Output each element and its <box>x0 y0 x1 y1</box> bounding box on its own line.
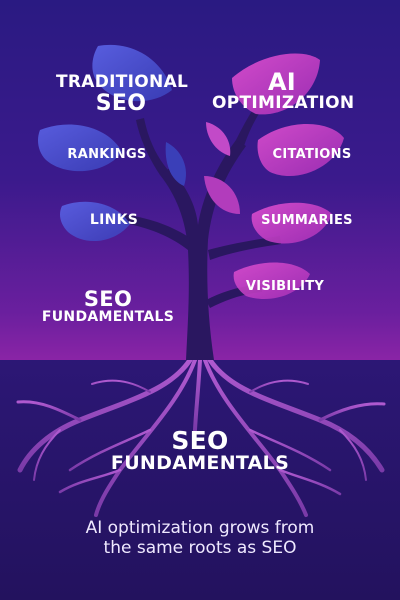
pink-leaves <box>204 53 344 300</box>
citations-label: CITATIONS <box>272 147 352 162</box>
leaf-rankings <box>38 124 122 172</box>
traditional-line2: SEO <box>95 90 147 116</box>
rankings-label: RANKINGS <box>67 147 147 162</box>
caption-line2: the same roots as SEO <box>103 538 297 559</box>
leaf-links <box>60 201 130 242</box>
traditional-line1: TRADITIONAL <box>56 72 189 92</box>
ai-line1: AI <box>267 68 297 96</box>
caption-line1: AI optimization grows from <box>85 518 315 538</box>
fundamentals-roots-line2: FUNDAMENTALS <box>110 452 290 475</box>
links-label: LINKS <box>89 212 139 228</box>
caption: AI optimization grows from the same root… <box>20 518 380 559</box>
traditional-seo-label: TRADITIONAL SEO <box>56 72 189 116</box>
leaf-citations <box>257 124 344 177</box>
summaries-label: SUMMARIES <box>261 213 353 228</box>
visibility-label: VISIBILITY <box>245 279 325 294</box>
ground <box>0 360 400 600</box>
ai-optimization-label: AI OPTIMIZATION <box>212 68 355 114</box>
roots <box>16 357 386 517</box>
leaf-small-blue <box>165 142 186 186</box>
leaf-traditional-seo <box>92 44 172 102</box>
ai-line2: OPTIMIZATION <box>212 93 355 114</box>
fundamentals-upper-line2: FUNDAMENTALS <box>41 309 175 326</box>
fundamentals-upper-line1: SEO <box>83 287 133 311</box>
leaf-summaries <box>251 202 332 244</box>
leaf-small-pink-2 <box>206 122 231 156</box>
seo-fundamentals-roots-label: SEO FUNDAMENTALS <box>90 426 310 475</box>
blue-leaves <box>38 44 186 242</box>
leaf-ai-optimization <box>232 53 320 115</box>
leaf-visibility <box>233 262 310 300</box>
seo-fundamentals-upper-label: SEO FUNDAMENTALS <box>28 288 188 325</box>
leaf-small-pink-1 <box>204 176 240 214</box>
fundamentals-roots-line1: SEO <box>171 426 229 455</box>
